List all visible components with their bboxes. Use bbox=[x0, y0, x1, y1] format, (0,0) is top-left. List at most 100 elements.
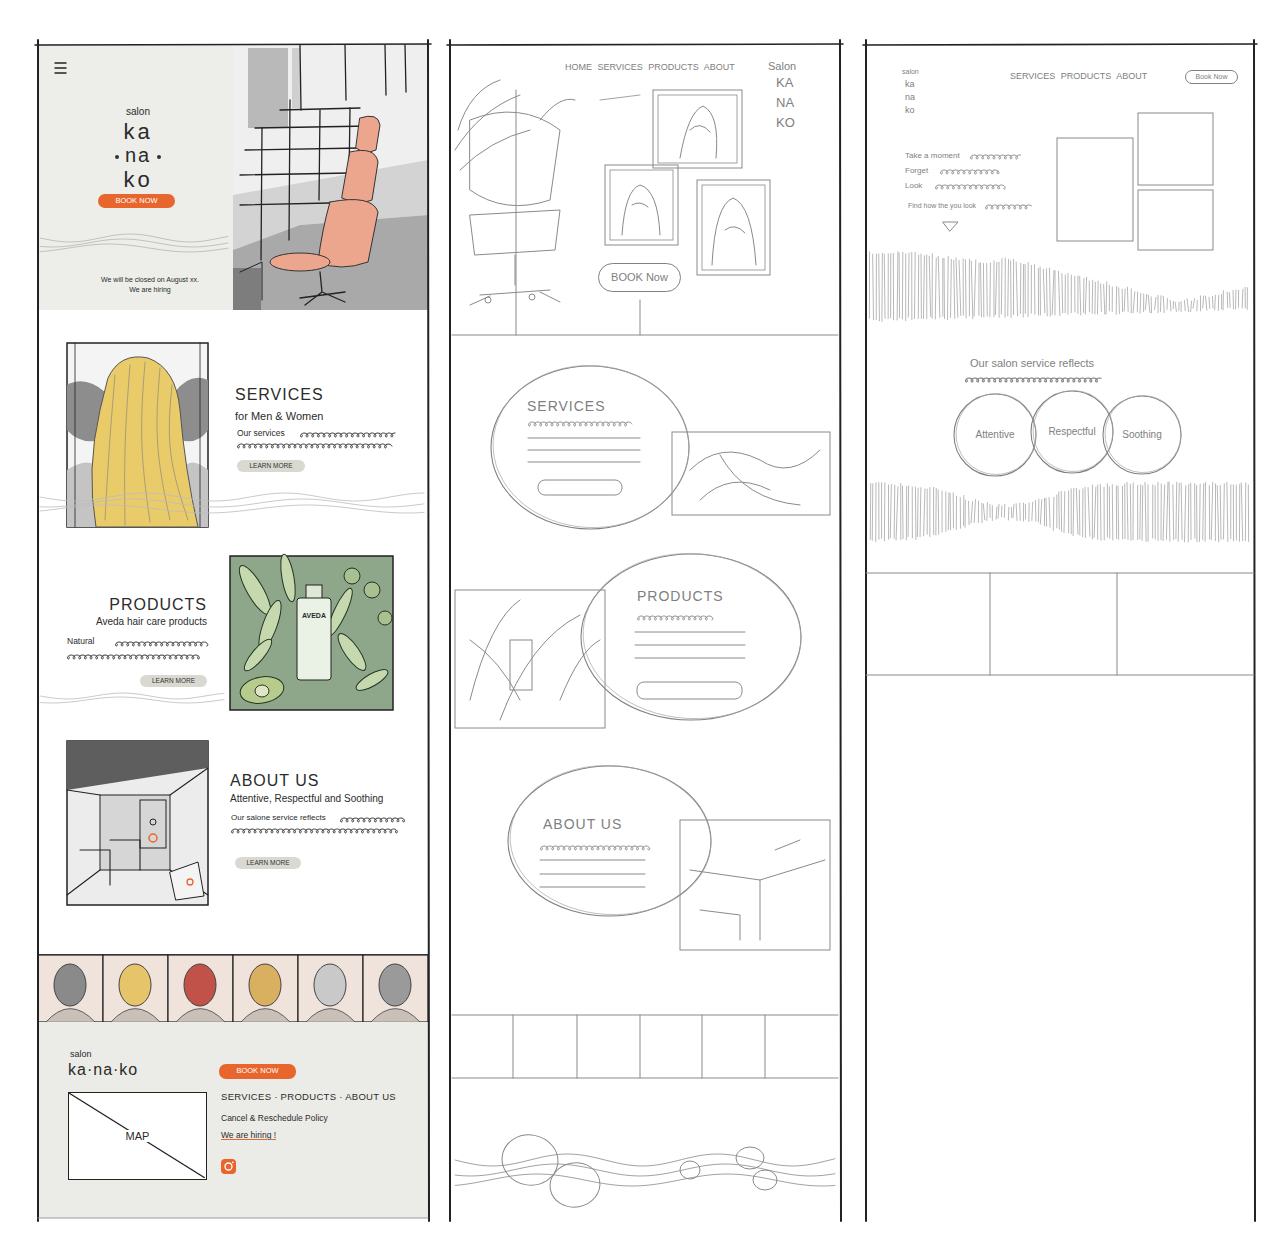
hatch-stroke bbox=[1229, 293, 1231, 308]
hatch-stroke bbox=[953, 493, 954, 528]
text-scribble bbox=[940, 170, 998, 174]
button-sketch bbox=[637, 682, 742, 699]
hatch-stroke bbox=[1199, 484, 1201, 541]
button-label: BOOK NOW bbox=[236, 1067, 278, 1076]
hatch-stroke bbox=[1104, 285, 1105, 315]
scribble-circle bbox=[547, 1159, 604, 1211]
hatch-stroke bbox=[974, 500, 975, 523]
panel-text: SERVICES bbox=[527, 398, 606, 414]
panel-text: ka·na·ko bbox=[68, 1061, 138, 1079]
hatch-stroke bbox=[960, 498, 961, 529]
plant-sketch bbox=[470, 600, 600, 720]
hatch-stroke bbox=[1133, 292, 1135, 313]
shelf-line bbox=[240, 173, 350, 175]
shelf-line bbox=[240, 203, 330, 205]
hatch-stroke bbox=[1040, 267, 1041, 315]
section-wave bbox=[40, 499, 424, 507]
frame-sketch bbox=[75, 343, 76, 527]
hatch-stroke bbox=[1187, 299, 1189, 312]
sketch-line bbox=[765, 1015, 766, 1078]
chair-wheel bbox=[485, 297, 491, 303]
hatch-stroke bbox=[912, 487, 913, 538]
hatch-stroke bbox=[918, 255, 919, 319]
hatch-stroke bbox=[1004, 504, 1006, 517]
section-bubble: PRODUCTS bbox=[580, 553, 802, 721]
hatch-stroke bbox=[1233, 290, 1234, 309]
hatch-stroke bbox=[1235, 290, 1237, 309]
hatch-stroke bbox=[1049, 268, 1051, 316]
hatch-stroke bbox=[1064, 492, 1066, 533]
hatch-stroke bbox=[1223, 291, 1224, 310]
column-frame bbox=[863, 44, 1257, 45]
hatch-stroke bbox=[1085, 277, 1086, 314]
label-text: PRODUCTS bbox=[109, 596, 207, 614]
hero-wave bbox=[40, 234, 228, 242]
footer-panel: salonka·na·koSERVICES · PRODUCTS · ABOUT… bbox=[38, 1022, 428, 1218]
bubble-stroke bbox=[954, 392, 1038, 477]
hatch-stroke bbox=[1020, 263, 1021, 313]
hatch-stroke bbox=[1083, 279, 1084, 313]
gallery-head bbox=[119, 964, 151, 1006]
hatch-stroke bbox=[908, 253, 910, 317]
hatch-stroke bbox=[908, 486, 910, 536]
hatch-stroke bbox=[1148, 295, 1150, 312]
panel-text: ka bbox=[123, 119, 152, 144]
menu-icon bbox=[55, 67, 66, 68]
hatch-stroke bbox=[1245, 287, 1246, 307]
picture-frame bbox=[697, 180, 770, 275]
hatch-stroke bbox=[1028, 263, 1029, 317]
hatch-stroke bbox=[1071, 275, 1072, 313]
hatch-stroke bbox=[1142, 486, 1144, 541]
hatch-stroke bbox=[1056, 495, 1057, 528]
hatch-stroke bbox=[1071, 489, 1072, 534]
hatch-stroke bbox=[978, 501, 979, 522]
hatch-stroke bbox=[968, 501, 969, 524]
picture-frame bbox=[605, 165, 678, 245]
hatch-stroke bbox=[989, 505, 990, 518]
hatch-stroke bbox=[942, 258, 943, 316]
hatch-stroke bbox=[1031, 502, 1033, 520]
hatch-stroke bbox=[1212, 296, 1213, 308]
bubble-stroke bbox=[506, 760, 715, 919]
hatch-stroke bbox=[1130, 484, 1132, 540]
hatch-stroke bbox=[870, 483, 871, 539]
text-scribble bbox=[970, 155, 1020, 159]
hatch-stroke bbox=[1001, 506, 1002, 517]
hatch-stroke bbox=[938, 256, 940, 317]
image-sketch bbox=[680, 820, 830, 950]
text-line bbox=[635, 658, 745, 659]
scribble-circle bbox=[753, 1170, 777, 1190]
hatch-stroke bbox=[1118, 288, 1120, 314]
footer-wave bbox=[455, 1164, 835, 1176]
text-scribble bbox=[540, 846, 649, 850]
map-diagonal bbox=[69, 1093, 205, 1178]
hatch-stroke bbox=[1116, 287, 1117, 315]
hatch-stroke bbox=[1211, 482, 1212, 539]
hatch-stroke bbox=[1206, 296, 1207, 310]
hatch-stroke bbox=[1148, 485, 1149, 541]
hatch-stroke bbox=[1215, 484, 1216, 541]
hatch-stroke bbox=[993, 261, 994, 317]
column-frame bbox=[35, 44, 431, 45]
hatch-stroke bbox=[948, 493, 950, 530]
hatch-stroke bbox=[1013, 505, 1015, 518]
hatch-stroke bbox=[869, 252, 870, 319]
bubble-outline bbox=[490, 365, 690, 530]
text-scribble bbox=[637, 616, 712, 620]
bubble-outline bbox=[580, 553, 802, 721]
sketch-line bbox=[577, 1015, 578, 1078]
hatch-stroke bbox=[1248, 485, 1249, 542]
hatch-stroke bbox=[1131, 289, 1132, 313]
hatch-stroke bbox=[1196, 300, 1197, 311]
hatch-stroke bbox=[878, 254, 880, 321]
hatch-stroke bbox=[914, 252, 916, 318]
hatch-stroke bbox=[986, 264, 988, 317]
window-line bbox=[405, 45, 406, 92]
image-sketch bbox=[672, 432, 830, 515]
section-wave bbox=[40, 493, 424, 501]
hair bbox=[92, 357, 198, 527]
hatch-stroke bbox=[1155, 298, 1156, 310]
hero-panel: salonkanakoWe will be closed on August x… bbox=[38, 45, 233, 310]
sketch-line bbox=[452, 335, 838, 336]
menu-icon bbox=[55, 72, 66, 73]
